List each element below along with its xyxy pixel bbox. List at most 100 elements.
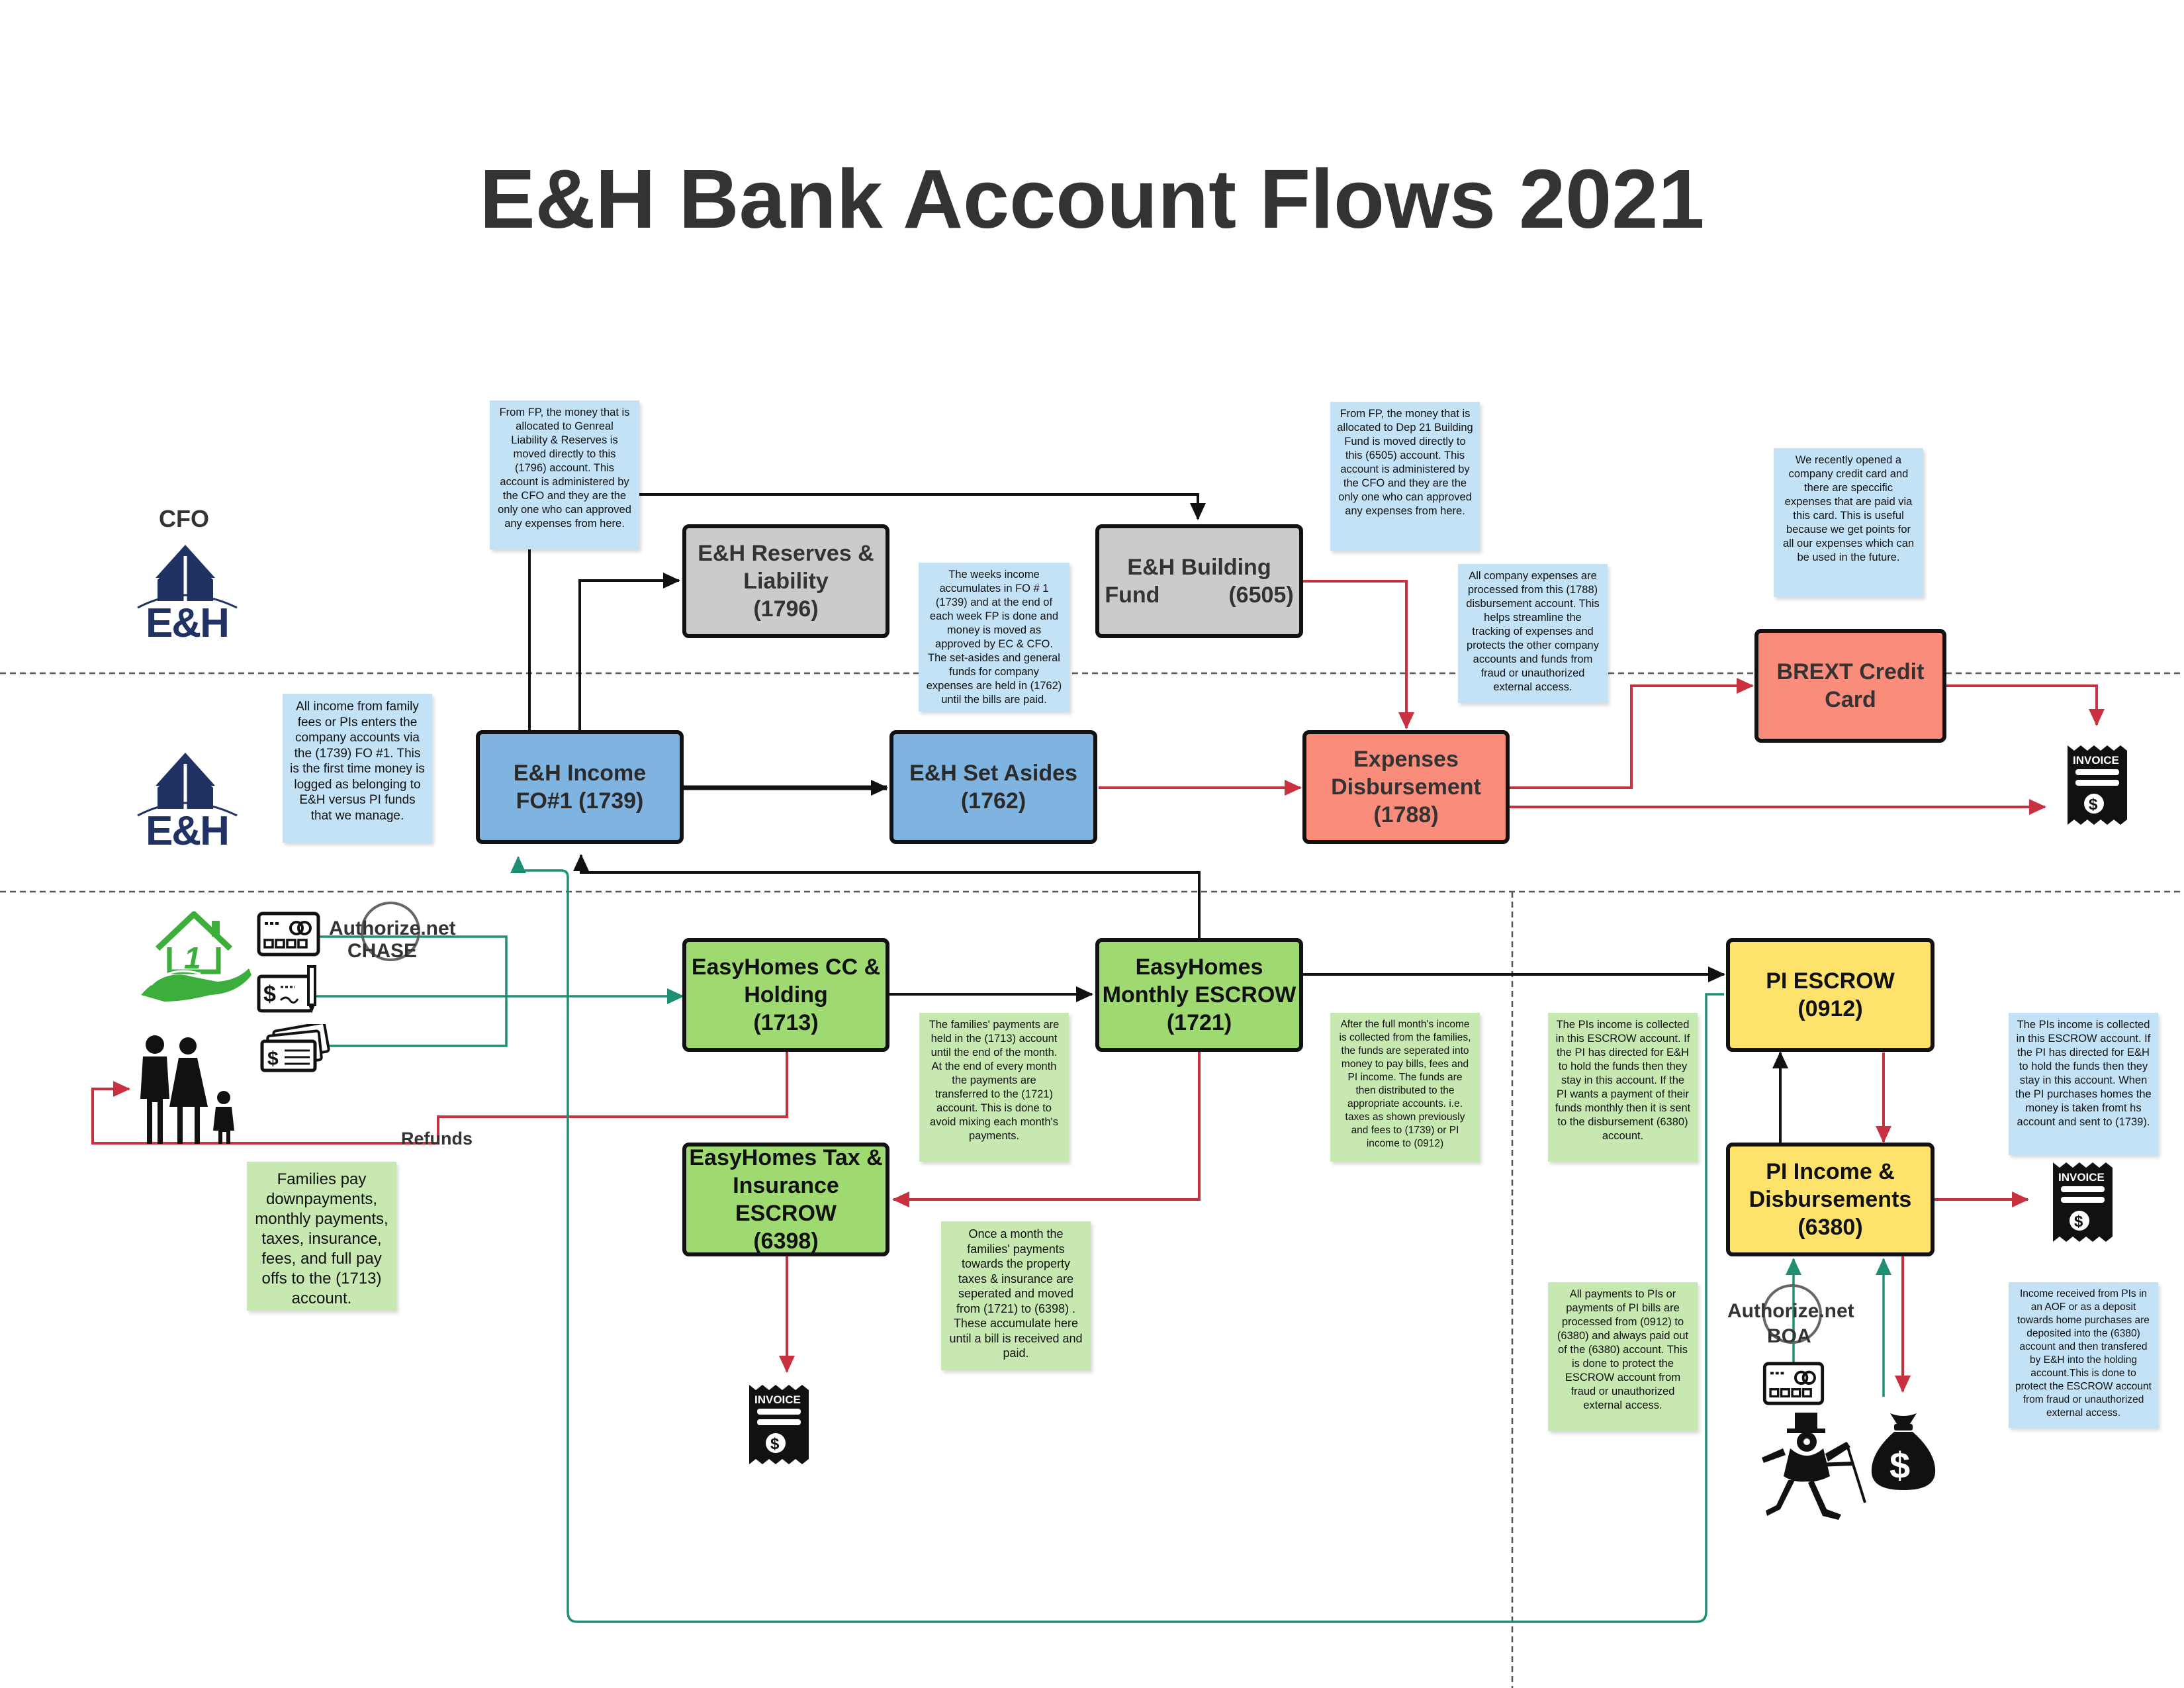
cash-icon: $ [259,1021,332,1074]
arrow-monthly-to-tax [892,1051,1201,1207]
note-all-payments-pi: All payments to PIs or payments of PI bi… [1548,1282,1698,1431]
note-families-payments: The families' payments are held in the (… [919,1013,1069,1162]
box-line: Disbursements [1749,1187,1912,1212]
eh-logo-top: E&H [132,541,242,646]
refunds-label: Refunds [401,1129,473,1149]
note-families-pay: Families pay downpayments, monthly payme… [247,1162,396,1311]
box-line: (1762) [960,788,1026,814]
eh-logo-icon [137,545,238,609]
credit-card-icon [257,912,320,957]
refund-line [91,1051,788,1145]
arrow-income-to-building [528,493,1206,730]
authorize-chase-circle [361,902,420,961]
box-line: EasyHomes [1135,955,1263,980]
box-line: Expenses [1353,747,1459,772]
authorize-boa-label: Authorize.net [1727,1300,1854,1322]
invoice-icon: $ INVOICE [2050,1160,2115,1246]
box-line: (6398) [753,1229,819,1254]
box-holding-1713: EasyHomes CC &Holding(1713) [682,938,889,1052]
note-income-received-pi: Income received from PIs in an AOF or as… [2009,1282,2158,1428]
box-line: EasyHomes Tax & [689,1145,883,1170]
page-title: E&H Bank Account Flows 2021 [479,152,1705,246]
invoice-icon: $ INVOICE [2065,743,2130,829]
box-line: (1788) [1373,802,1439,827]
monopoly-man-icon [1754,1410,1870,1523]
box-line: EasyHomes CC & [691,955,881,980]
box-line: (6380) [1797,1215,1863,1240]
svg-text:$: $ [263,982,276,1007]
money-bag-icon: $ [1868,1407,1939,1493]
family-icon [130,1033,242,1145]
cfo-label: CFO [159,505,209,532]
note-fp-building: From FP, the money that is allocated to … [1330,402,1480,551]
dollar-sign: $ [2074,1213,2083,1231]
authorize-chase-label: Authorize.net [329,917,456,939]
box-line: (1713) [753,1010,819,1035]
box-line: FO#1 (1739) [516,788,644,814]
eh-logo-icon [137,753,238,817]
box-line: (1796) [753,596,819,622]
arrow-brext-to-invoice [1946,684,2105,726]
arrow-cash-to-holding [323,994,508,1047]
box-pi-disbursements-6380: PI Income & Disbursements (6380) [1726,1143,1934,1256]
eh-logo-bottom: E&H [132,749,242,854]
box-line: Fund (6505) [1105,583,1294,608]
note-pi-income-collected: The PIs income is collected in this ESCR… [1548,1013,1698,1162]
box-line: E&H Reserves & [698,541,874,566]
house-hands-icon: 1 [138,902,253,1007]
arrow-income-to-reserves [578,573,680,730]
box-set-asides-1762: E&H Set Asides(1762) [889,730,1097,844]
check-icon: $ [257,963,323,1019]
dollar-sign: $ [2089,796,2098,814]
box-line: Holding [744,982,828,1008]
svg-text:1: 1 [184,941,201,975]
invoice-word: INVOICE [2058,1171,2105,1184]
arrow-expenses-to-brext [1510,678,1754,789]
authorize-chase-bank: CHASE [347,940,418,962]
note-weeks-income: The weeks income accumulates in FO # 1 (… [919,563,1069,712]
box-line: PI ESCROW [1766,968,1895,994]
box-line: Liability [743,569,829,594]
box-line: (0912) [1797,996,1863,1021]
box-line: E&H Building [1127,555,1271,580]
dollar-sign: $ [1889,1444,1910,1486]
box-line: ESCROW [735,1201,837,1226]
note-all-income: All income from family fees or PIs enter… [283,694,432,843]
box-reserves-1796: E&H Reserves & Liability(1796) [682,524,889,638]
eh-logo-text: E&H [146,808,230,854]
credit-card-icon [1762,1362,1825,1405]
box-line: Card [1825,687,1876,712]
box-line: Monthly ESCROW [1102,982,1297,1008]
eh-logo-text: E&H [146,600,230,646]
note-once-a-month: Once a month the families' payments towa… [941,1221,1091,1370]
authorize-boa-bank: BOA [1767,1325,1811,1347]
arrow-pi-escrow-to-income [510,856,1724,1623]
note-brext-card: We recently opened a company credit card… [1774,448,1923,597]
dollar-sign: $ [770,1435,780,1453]
box-line: E&H Income [513,761,647,786]
arrow-building-to-expenses [1303,580,1414,729]
note-pi-income-right: The PIs income is collected in this ESCR… [2009,1013,2158,1155]
box-line: BREXT Credit [1776,659,1925,684]
invoice-word: INVOICE [754,1393,801,1406]
note-after-month: After the full month's income is collect… [1330,1013,1480,1162]
invoice-icon: $ INVOICE [747,1382,811,1468]
invoice-word: INVOICE [2073,754,2119,767]
box-line: Disbursement [1331,774,1481,800]
box-line: PI Income & [1766,1159,1895,1184]
note-fp-reserves: From FP, the money that is allocated to … [490,400,639,549]
box-line: E&H Set Asides [909,761,1077,786]
arrow-monthly-to-income [573,854,1201,938]
box-line: Insurance [733,1173,839,1198]
box-line: (1721) [1166,1010,1232,1035]
box-pi-escrow-0912: PI ESCROW(0912) [1726,938,1934,1052]
note-company-expenses: All company expenses are processed from … [1458,564,1608,703]
